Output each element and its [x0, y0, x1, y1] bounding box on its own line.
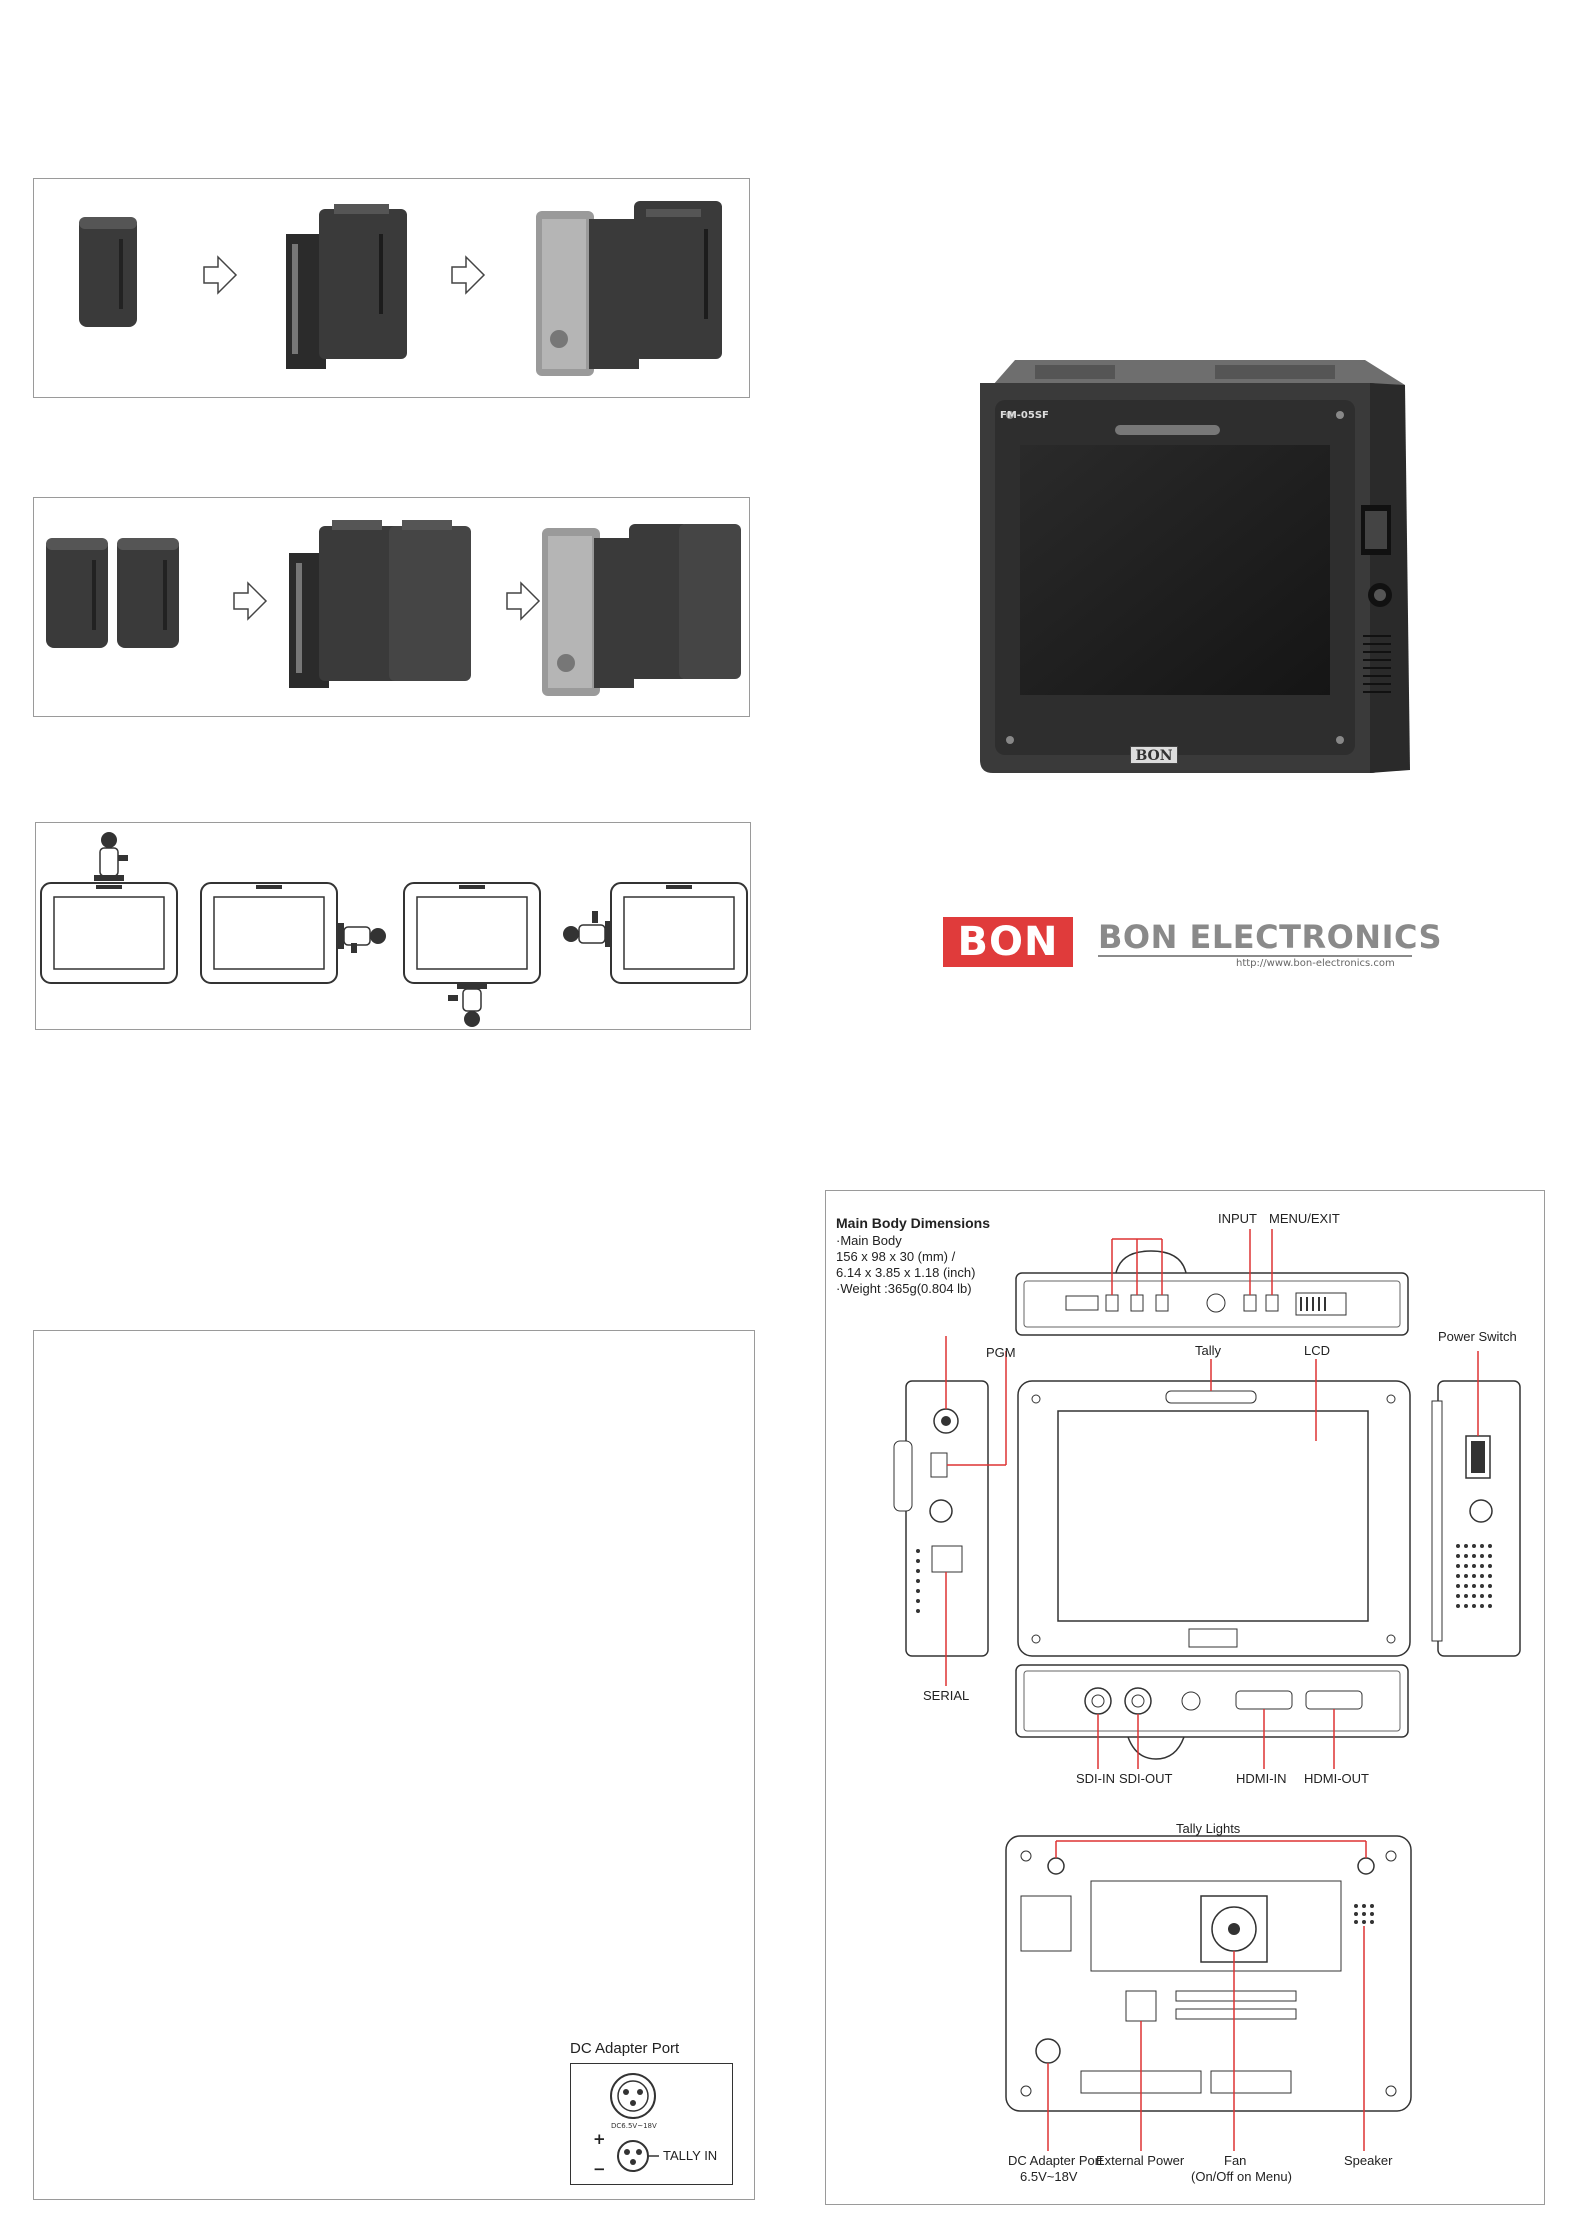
back-view — [1005, 1835, 1412, 2151]
battery-double-panel — [33, 497, 750, 717]
brand-logo-text: BON — [957, 919, 1059, 965]
right-side-view — [1431, 1351, 1521, 1657]
tally-in-label: TALLY IN — [663, 2148, 718, 2163]
sdi-out-label: SDI-OUT — [1119, 1771, 1173, 1786]
battery-double-illustration — [46, 520, 741, 696]
bottom-view — [1015, 1664, 1409, 1769]
mounting-illustration — [40, 832, 748, 1027]
dc-connector-illustration — [610, 2073, 659, 2172]
battery-icon — [117, 538, 179, 648]
arrow-right-icon — [203, 255, 238, 295]
monitor-bottom-mount-icon — [403, 882, 541, 1027]
power-switch-label: Power Switch — [1438, 1329, 1517, 1344]
bezel-logo: BON — [1130, 746, 1178, 764]
dimensions-line: ·Main Body — [836, 1233, 902, 1248]
external-power-label: External Power — [1096, 2153, 1185, 2168]
front-view — [1017, 1359, 1411, 1657]
speaker-label: Speaker — [1344, 2153, 1393, 2168]
sdi-in-label: SDI-IN — [1076, 1771, 1115, 1786]
hdmi-in-label: HDMI-IN — [1236, 1771, 1287, 1786]
pgm-label: PGM — [986, 1345, 1016, 1360]
battery-single-panel — [33, 178, 750, 398]
dimensions-line: ·Weight :365g(0.804 lb) — [836, 1281, 972, 1296]
arrow-right-icon — [233, 581, 268, 621]
dc-range-label: 6.5V~18V — [1020, 2169, 1078, 2184]
dimensions-drawing — [893, 1229, 1521, 2151]
left-side-view — [893, 1336, 1007, 1686]
serial-label: SERIAL — [923, 1688, 970, 1703]
arrow-right-icon — [451, 255, 486, 295]
dc-rating: DC6.5V~18V — [611, 2122, 657, 2130]
notes-panel — [33, 1330, 755, 2200]
monitor-right-mount-icon — [200, 882, 386, 984]
mounting-panel — [35, 822, 751, 1030]
brand-logo: BON — [943, 917, 1073, 967]
menu-exit-label: MENU/EXIT — [1269, 1211, 1340, 1226]
lcd-label: LCD — [1304, 1343, 1331, 1358]
fan-label: Fan — [1224, 2153, 1247, 2168]
arrow-right-icon — [506, 581, 541, 621]
dimensions-line: 6.14 x 3.85 x 1.18 (inch) — [836, 1265, 976, 1280]
top-view — [1015, 1229, 1409, 1336]
input-label: INPUT — [1218, 1211, 1257, 1226]
hdmi-out-label: HDMI-OUT — [1304, 1771, 1369, 1786]
dimensions-line: 156 x 98 x 30 (mm) / — [836, 1249, 956, 1264]
minus-sign: − — [593, 2160, 606, 2178]
monitor-with-battery-icon — [536, 201, 722, 376]
tally-label: Tally — [1195, 1343, 1222, 1358]
dc-inset-title: DC Adapter Port — [570, 2040, 680, 2057]
monitor-with-batteries-icon — [542, 524, 741, 696]
dc-adapter-inset: DC6.5V~18V + − TALLY IN — [570, 2063, 733, 2185]
tally-lights-label: Tally Lights — [1176, 1821, 1241, 1836]
brand-divider — [1098, 955, 1412, 957]
dimensions-panel: Main Body Dimensions ·Main Body 156 x 98… — [825, 1190, 1545, 2205]
product-photo — [980, 360, 1410, 773]
battery-icon — [46, 538, 108, 648]
model-label: FM-05SF — [1000, 410, 1049, 421]
dimensions-title: Main Body Dimensions — [836, 1215, 991, 1231]
monitor-top-mount-icon — [40, 832, 178, 984]
battery-plate-icon — [286, 204, 407, 369]
battery-single-illustration — [79, 201, 722, 376]
dc-adapter-port-label: DC Adapter Port — [1008, 2153, 1103, 2168]
battery-plate-icon — [289, 520, 471, 688]
plus-sign: + — [593, 2130, 606, 2148]
monitor-left-mount-icon — [563, 882, 748, 984]
brand-name: BON ELECTRONICS — [1098, 918, 1443, 956]
fan-note-label: (On/Off on Menu) — [1191, 2169, 1292, 2184]
brand-url: http://www.bon-electronics.com — [1236, 958, 1395, 969]
battery-icon — [79, 217, 137, 327]
